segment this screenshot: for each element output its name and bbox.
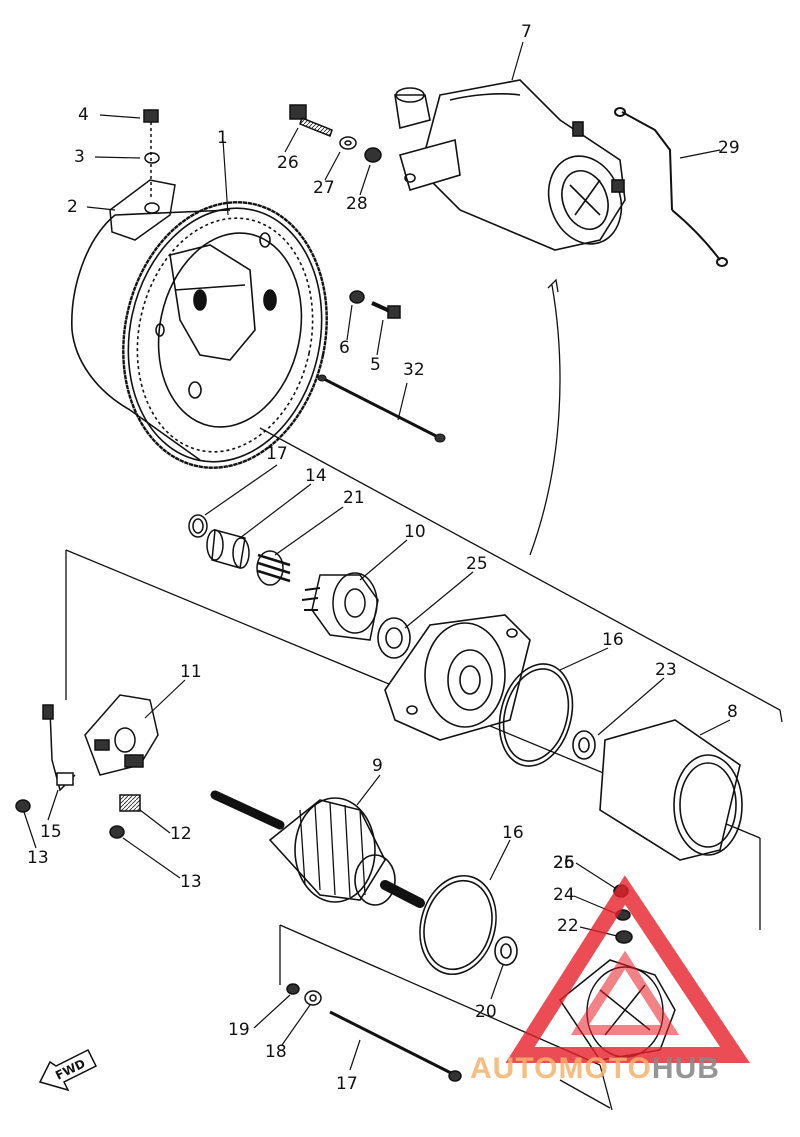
part-label: 1 [217,128,228,148]
part-label: 6 [339,338,350,358]
part-label: 24 [553,885,575,905]
watermark-text-part1: AUTOMOTO [470,1052,652,1085]
watermark-text-part2: HUB [651,1052,720,1085]
part-label: 27 [313,178,335,198]
starter-motor [394,79,626,251]
rotor-bolt-nut [349,290,401,319]
part-label: 19 [228,1020,250,1040]
part-label: 15 [40,822,62,842]
part-label: 12 [170,824,192,844]
part-label: 10 [404,522,426,542]
part-label: 26 [277,153,299,173]
leader-lines [23,41,731,1071]
part-label: 5 [370,355,381,375]
part-label: 25 [553,853,575,873]
part-label: 28 [346,194,368,214]
part-label: 20 [475,1002,497,1022]
bracket-assembly [109,109,176,241]
part-label: 4 [78,105,89,125]
part-label: 26 [553,853,575,873]
mounting-bolt-set [289,104,382,163]
starter-clutch-parts [188,514,379,641]
watermark-logo: AUTOMOTOHUB [470,1052,720,1086]
forward-direction-arrow: FWD [38,1048,98,1092]
flywheel-rotor [71,207,323,463]
part-label: 21 [343,488,365,508]
part-label: 2 [67,197,78,217]
part-label: 7 [521,22,532,42]
flywheel-gear-teeth [122,201,328,469]
brush-holder-assembly [15,694,159,839]
part-label: 23 [655,660,677,680]
part-label: 14 [305,466,327,486]
part-label: 13 [180,872,202,892]
part-label: 17 [266,444,288,464]
part-label: 13 [27,848,49,868]
part-label: 17 [336,1074,358,1094]
lower-fasteners [286,983,462,1082]
part-label: 32 [403,360,425,380]
front-cover [377,614,531,741]
lower-seals [419,874,518,976]
yoke-and-seals [498,663,743,861]
part-label: 16 [502,823,524,843]
part-label: 11 [180,662,202,682]
part-label: 25 [466,554,488,574]
lead-wire [614,107,728,267]
armature [210,790,425,908]
part-label: 18 [265,1042,287,1062]
part-label: 22 [557,916,579,936]
part-label: 16 [602,630,624,650]
watermark-triangle [505,875,750,1063]
part-label: 3 [74,147,85,167]
part-label: 29 [718,138,740,158]
through-bolt-upper [317,374,446,443]
part-label: 9 [372,756,383,776]
part-label: 8 [727,702,738,722]
